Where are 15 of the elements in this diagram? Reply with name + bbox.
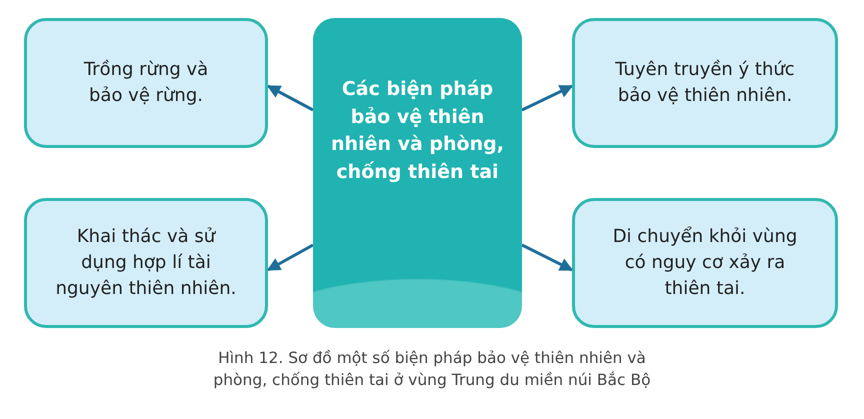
figure-caption: Hình 12. Sơ đồ một số biện pháp bảo vệ thiên nhiên và phòng, chống thiên tai ở vùng Trung du miền núi Bắc Bộ [212,348,652,392]
topic-text: Trồng rừng và bảo vệ rừng. [82,58,210,108]
arrow [266,244,314,272]
topic-box [572,18,838,148]
topic-box [24,198,268,328]
arrow [521,244,574,272]
arrow [266,84,314,112]
topic-box [572,198,838,328]
topic-box [24,18,268,148]
topic-text: Khai thác và sử dụng hợp lí tài nguyên thiên nhiên. [54,224,238,302]
topic-text: Tuyên truyền ý thức bảo vệ thiên nhiên. [614,58,796,108]
arrow [521,84,574,112]
topic-text: Di chuyển khỏi vùng có nguy cơ xảy ra thiên tai. [612,224,798,302]
topic-text: Các biện pháp bảo vệ thiên nhiên và phòng, chống thiên tai [330,77,505,185]
central-topic-box [313,18,522,328]
